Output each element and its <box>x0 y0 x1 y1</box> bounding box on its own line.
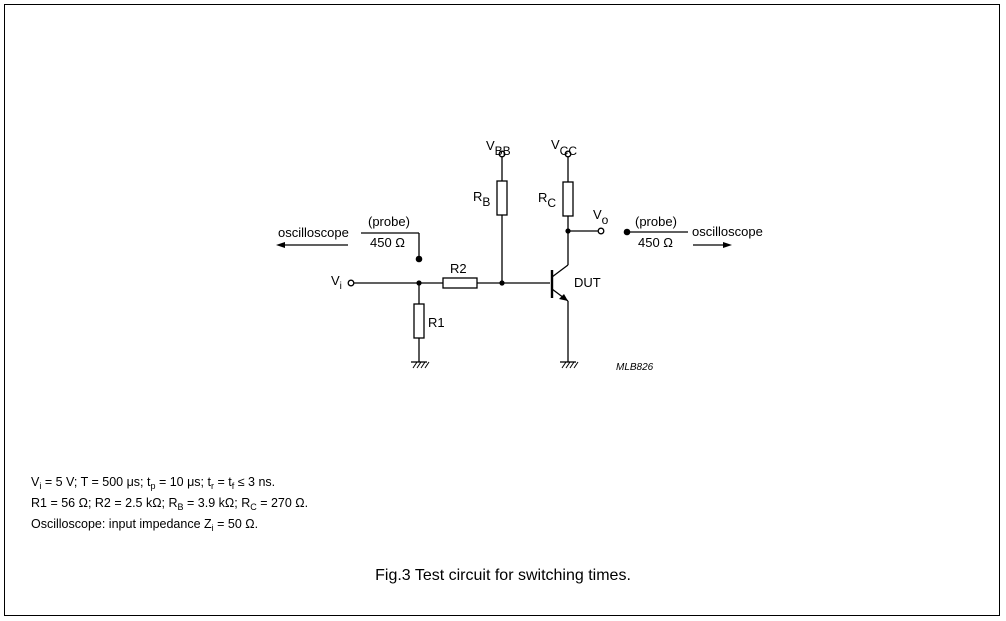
note-conditions: Vi = 5 V; T = 500 μs; tp = 10 μs; tr = t… <box>31 475 276 491</box>
rb-label: RB <box>473 189 490 209</box>
transistor-collector <box>551 264 569 278</box>
ground-dut-icon <box>561 361 579 369</box>
right-arrow-head <box>723 242 732 248</box>
vi-terminal <box>347 279 355 287</box>
rb-resistor <box>496 180 508 216</box>
left-arrow-head <box>276 242 285 248</box>
ground-r1-icon <box>412 361 430 369</box>
left-probe-label: (probe) <box>368 214 410 229</box>
r1-resistor <box>413 303 425 339</box>
right-oscilloscope-label: oscilloscope <box>692 224 763 239</box>
junction-dot-rb <box>499 280 505 286</box>
emitter-arrow <box>559 294 568 301</box>
r2-resistor <box>442 277 478 289</box>
note-oscilloscope: Oscilloscope: input impedance Zi = 50 Ω. <box>31 517 259 533</box>
rc-label: RC <box>538 190 556 210</box>
figure-caption: Fig.3 Test circuit for switching times. <box>375 567 631 584</box>
r1-label: R1 <box>428 315 445 330</box>
r2-label: R2 <box>450 261 467 276</box>
junction-dot-rc <box>565 228 571 234</box>
rc-resistor <box>562 181 574 217</box>
dut-label: DUT <box>574 275 601 290</box>
note-component-values: R1 = 56 Ω; R2 = 2.5 kΩ; RB = 3.9 kΩ; RC … <box>31 496 309 512</box>
right-impedance-label: 450 Ω <box>638 235 673 250</box>
vo-label: Vo <box>593 207 609 227</box>
right-probe-dot <box>623 228 631 236</box>
drawing-code: MLB826 <box>616 362 654 373</box>
vcc-terminal <box>564 150 572 158</box>
vi-label: Vi <box>331 273 342 292</box>
vo-terminal <box>597 227 605 235</box>
left-oscilloscope-label: oscilloscope <box>278 225 349 240</box>
figure-frame <box>4 4 1000 616</box>
vbb-label: VBB <box>486 138 511 158</box>
junction-dot-r1 <box>416 280 422 286</box>
left-probe-dot <box>415 255 423 263</box>
right-probe-label: (probe) <box>635 214 677 229</box>
left-impedance-label: 450 Ω <box>370 235 405 250</box>
vcc-label: VCC <box>551 137 577 158</box>
vbb-terminal <box>498 150 506 158</box>
